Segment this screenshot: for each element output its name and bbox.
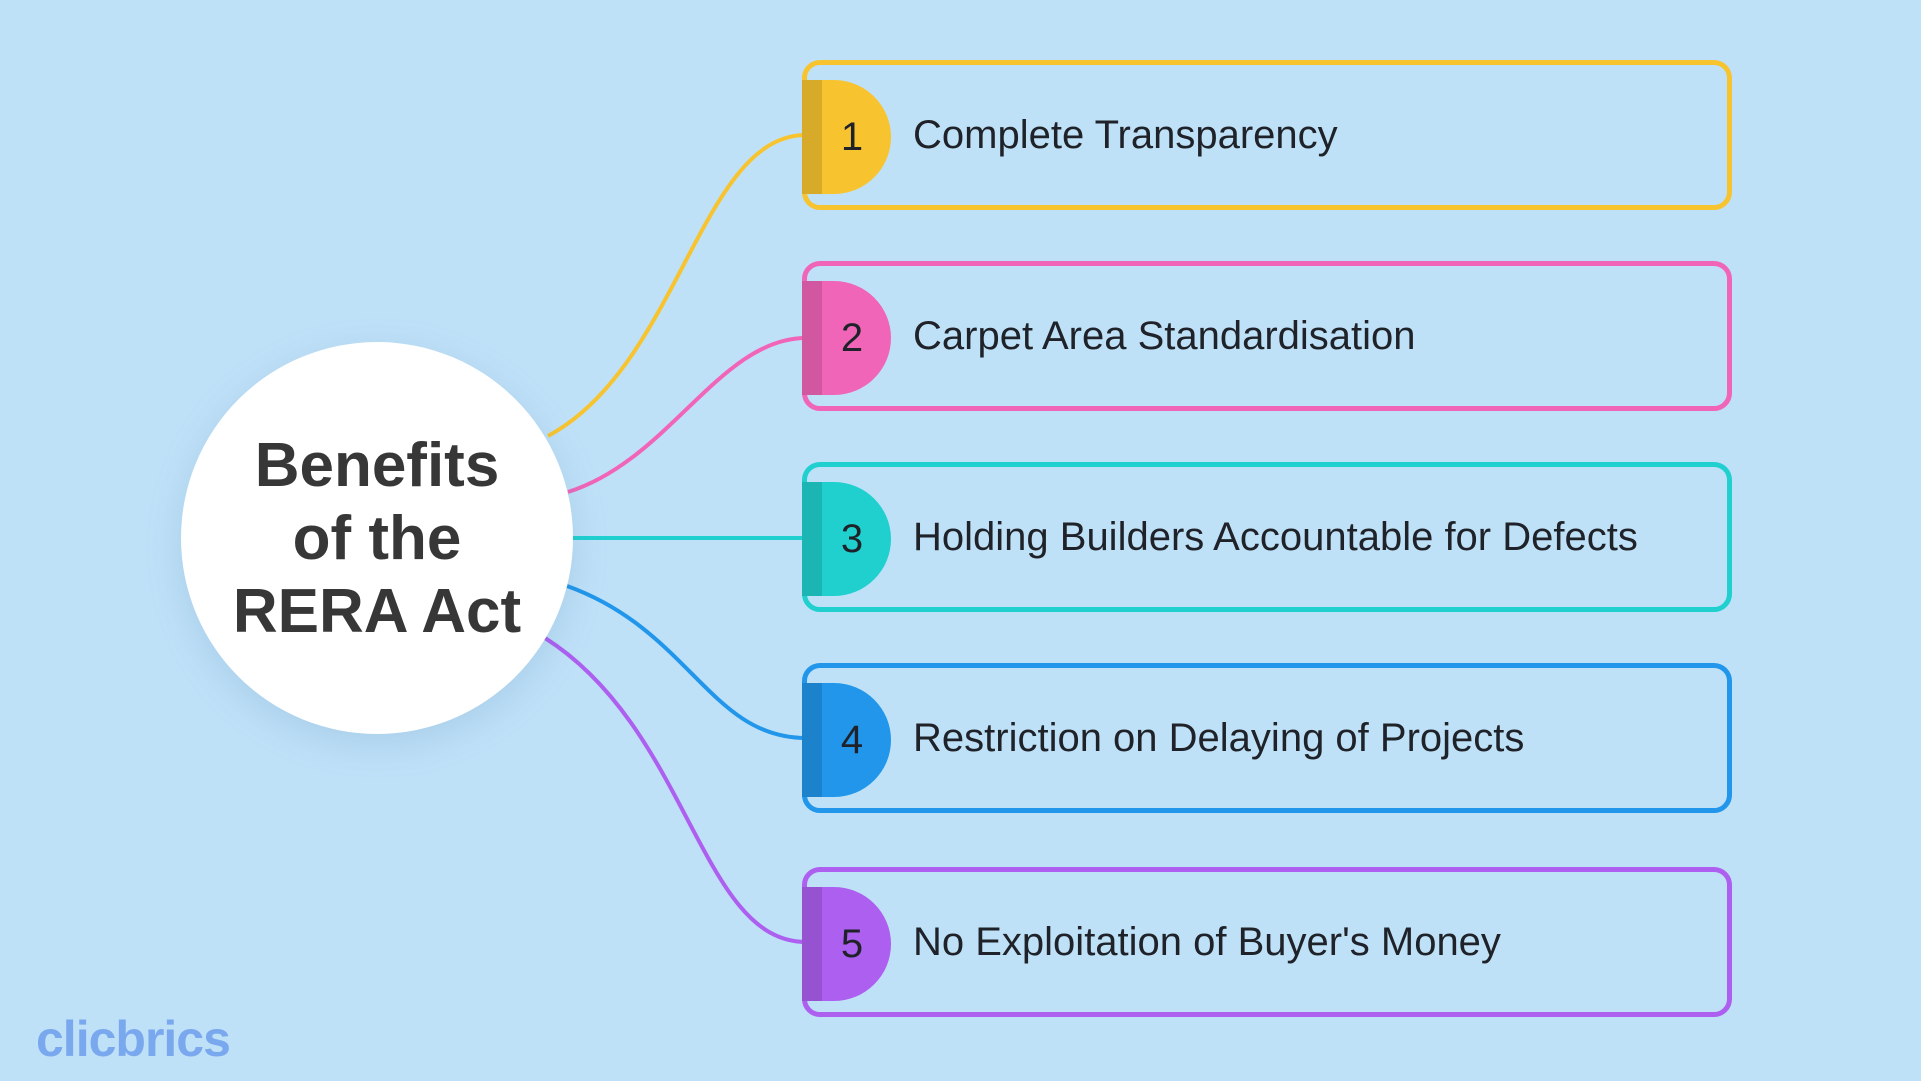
diagram-title: Benefits of the RERA Act	[232, 430, 522, 646]
connector-1	[547, 133, 807, 438]
benefit-number-badge-4: 4	[802, 683, 891, 797]
badge-shade	[802, 683, 822, 797]
benefit-number-badge-1: 1	[802, 80, 891, 194]
connector-4	[566, 584, 807, 740]
badge-shade	[802, 80, 822, 194]
benefit-card-1: 1 Complete Transparency	[802, 60, 1732, 210]
benefit-number-5: 5	[840, 922, 864, 966]
benefit-label-4: Restriction on Delaying of Projects	[913, 716, 1525, 760]
badge-shade	[802, 281, 822, 395]
brand-logo: clicbrics	[36, 1011, 231, 1067]
central-topic-circle: Benefits of the RERA Act	[181, 342, 573, 734]
benefit-card-2: 2 Carpet Area Standardisation	[802, 261, 1732, 411]
benefit-label-1: Complete Transparency	[913, 113, 1338, 157]
benefit-number-1: 1	[840, 115, 864, 159]
benefit-number-badge-5: 5	[802, 887, 891, 1001]
badge-shade	[802, 482, 822, 596]
benefit-label-3: Holding Builders Accountable for Defects	[913, 515, 1638, 559]
benefit-label-2: Carpet Area Standardisation	[913, 314, 1416, 358]
benefit-card-5: 5 No Exploitation of Buyer's Money	[802, 867, 1732, 1017]
benefit-label-5: No Exploitation of Buyer's Money	[913, 920, 1501, 964]
badge-shade	[802, 887, 822, 1001]
benefit-card-4: 4 Restriction on Delaying of Projects	[802, 663, 1732, 813]
connector-2	[567, 336, 807, 494]
connector-5	[543, 636, 807, 944]
benefit-number-badge-2: 2	[802, 281, 891, 395]
benefit-number-3: 3	[840, 517, 864, 561]
benefit-number-badge-3: 3	[802, 482, 891, 596]
benefit-card-3: 3 Holding Builders Accountable for Defec…	[802, 462, 1732, 612]
benefit-number-2: 2	[840, 316, 864, 360]
benefit-number-4: 4	[840, 718, 864, 762]
